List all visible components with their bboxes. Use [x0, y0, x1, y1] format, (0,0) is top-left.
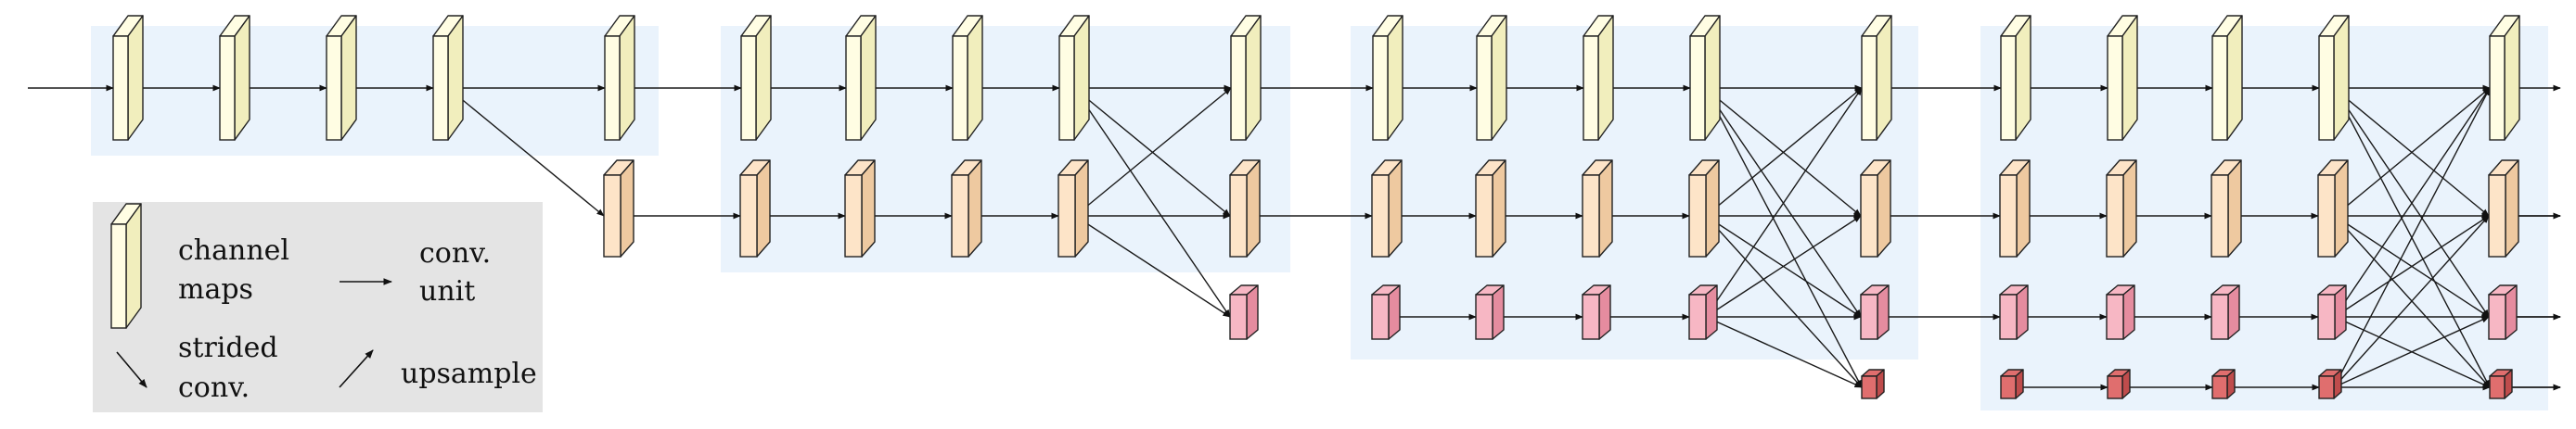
legend-strided-arrow-icon [116, 351, 147, 388]
stage-3-block [1688, 284, 1718, 340]
stage-4-block [2318, 15, 2350, 141]
stage-2-block [1229, 159, 1261, 258]
strided-conv-arrow [447, 87, 605, 217]
stage-3-new-branch-block [1861, 369, 1885, 399]
legend-strided-label-2: conv. [178, 372, 250, 404]
stage-2-background [721, 26, 1290, 272]
fusion-arrow [1704, 87, 1862, 318]
stage-4-block [2211, 284, 2240, 340]
legend-channel-block [110, 203, 142, 329]
fusion-arrow [2333, 316, 2490, 388]
connection-lines [28, 84, 2561, 391]
stage-3-block [1582, 159, 1613, 258]
fusion-arrow [1705, 316, 1863, 388]
stage-4-block [2489, 15, 2520, 141]
stage-3-block [1476, 15, 1507, 141]
stage-3-block [1372, 15, 1403, 141]
stage-3-block [1371, 159, 1403, 258]
stage-4-block [2211, 369, 2236, 399]
stage-1-block [432, 15, 464, 141]
fusion-arrow [2333, 87, 2490, 318]
stage-2-block [952, 15, 983, 141]
stage-3-block [1860, 159, 1891, 258]
stage-2-block [1058, 15, 1090, 141]
fusion-arrow [1074, 215, 1231, 318]
stage-4-block [1999, 284, 2029, 340]
legend-background [93, 202, 543, 412]
stage-1-block [112, 15, 144, 141]
fusion-arrow [2334, 87, 2491, 318]
stage-4-block [2211, 15, 2243, 141]
stage-1-background [91, 26, 659, 156]
fusion-arrow [1705, 215, 1862, 318]
stage-4-block [2318, 369, 2342, 399]
stage-3-block [1861, 15, 1892, 141]
stage-4-block [2488, 159, 2519, 258]
stage-3-background [1351, 26, 1918, 360]
fusion-arrow [1705, 87, 1863, 318]
stage-3-block [1475, 284, 1505, 340]
stage-4-block [1999, 159, 2031, 258]
stage-2-block [951, 159, 982, 258]
legend-conv-label-2: unit [419, 275, 475, 308]
stage-4-block [2107, 15, 2138, 141]
stage-4-block [2211, 159, 2242, 258]
legend-channel-maps-icon [110, 203, 142, 329]
stage-2-block [739, 159, 771, 258]
stage-1-block [219, 15, 250, 141]
legend: channel maps conv. unit strided conv. up… [93, 202, 543, 412]
stage-3-block [1475, 159, 1506, 258]
stage-4-block [2107, 369, 2131, 399]
fusion-arrow [1073, 87, 1231, 318]
legend-strided-label-1: strided [178, 332, 278, 364]
stage-4-background [1980, 26, 2548, 410]
stage-4-block [2106, 159, 2137, 258]
stage-3-block [1582, 284, 1611, 340]
stage-3-block [1371, 284, 1401, 340]
legend-upsample-arrow-icon [339, 349, 374, 388]
legend-conv-label-1: conv. [419, 237, 491, 270]
fusion-arrow [1705, 215, 1863, 388]
legend-channel-label-2: maps [178, 273, 253, 306]
fusion-arrow [2333, 215, 2490, 388]
stage-3-block [1860, 284, 1890, 340]
legend-channel-label-1: channel [178, 234, 289, 267]
fusion-arrow [2333, 87, 2491, 388]
legend-upsample-label: upsample [401, 358, 537, 390]
fusion-arrow [2334, 87, 2491, 217]
fusion-arrow [2334, 215, 2491, 388]
fusion-arrow [1705, 87, 1863, 217]
stage-1-block [604, 15, 635, 141]
stage-3-block [1583, 15, 1614, 141]
stage-3-block [1689, 15, 1721, 141]
stage-4-block [2317, 284, 2347, 340]
stage-2-block [1057, 159, 1089, 258]
stage-2-block [740, 15, 772, 141]
stage-1-block [326, 15, 357, 141]
stage-1-new-branch-block [603, 159, 634, 258]
stage-4-block [2000, 15, 2031, 141]
fusion-arrow [1704, 87, 1863, 388]
stage-4-block [2106, 284, 2135, 340]
fusion-arrow [2334, 215, 2490, 318]
stage-4-block [2488, 284, 2518, 340]
stage-2-new-branch-block [1229, 284, 1259, 340]
stage-4-block [2489, 369, 2513, 399]
stage-4-block [2000, 369, 2024, 399]
stage-2-block [1230, 15, 1262, 141]
stage-2-block [845, 15, 877, 141]
stage-3-block [1688, 159, 1720, 258]
stage-4-block [2317, 159, 2349, 258]
fusion-arrow [1074, 87, 1232, 217]
feature-map-blocks [112, 15, 2520, 399]
stage-2-block [844, 159, 876, 258]
